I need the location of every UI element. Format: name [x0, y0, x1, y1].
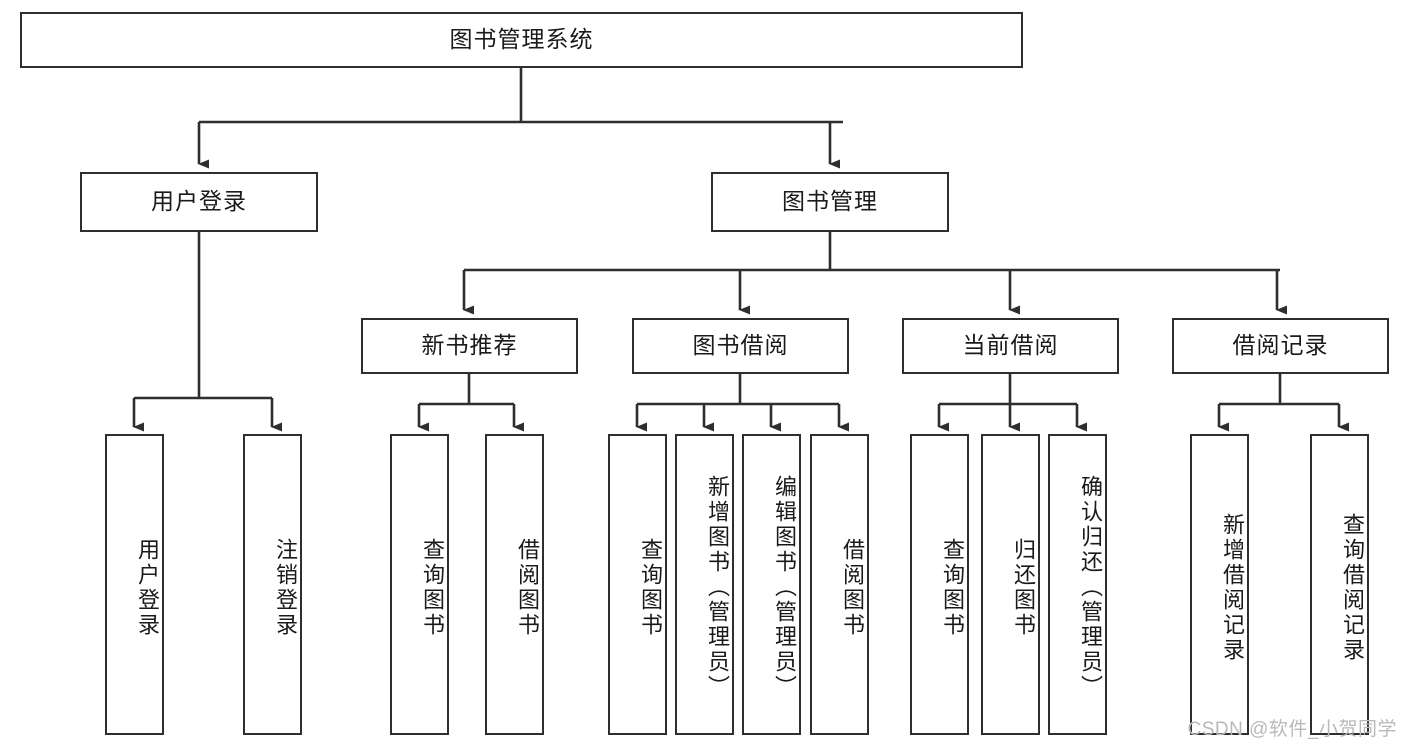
node-new-book-recommend[interactable]: 新书推荐	[361, 318, 578, 374]
leaf-node-query-book-2[interactable]: 查询图书	[608, 434, 667, 735]
edges-new-book-recommend-to-leaves	[417, 374, 524, 432]
leaf-label: 新增图书（管理员）	[705, 475, 730, 700]
node-current-borrow[interactable]: 当前借阅	[902, 318, 1119, 374]
leaf-node-add-book[interactable]: 新增图书（管理员）	[675, 434, 734, 735]
leaf-node-borrow-book-1[interactable]: 借阅图书	[485, 434, 544, 735]
leaf-label: 借阅图书	[515, 537, 540, 638]
edges-borrow-record-to-leaves	[1217, 374, 1349, 432]
leaf-label: 查询图书	[940, 537, 965, 638]
leaf-node-query-book-3[interactable]: 查询图书	[910, 434, 969, 735]
leaf-node-user-login[interactable]: 用户登录	[105, 434, 164, 735]
csdn-watermark: CSDN @软件_小贺同学	[1187, 719, 1397, 740]
leaf-node-confirm-return[interactable]: 确认归还（管理员）	[1048, 434, 1107, 735]
leaf-node-query-book-1[interactable]: 查询图书	[390, 434, 449, 735]
leaf-node-edit-book[interactable]: 编辑图书（管理员）	[742, 434, 801, 735]
leaf-label: 新增借阅记录	[1220, 512, 1245, 663]
edges-user-login-to-leaves	[132, 232, 282, 432]
leaf-label: 用户登录	[135, 537, 160, 638]
leaf-label: 确认归还（管理员）	[1078, 475, 1103, 700]
leaf-label: 注销登录	[273, 537, 298, 638]
node-root-system[interactable]: 图书管理系统	[20, 12, 1023, 68]
leaf-label: 编辑图书（管理员）	[772, 475, 797, 700]
node-borrow-record[interactable]: 借阅记录	[1172, 318, 1389, 374]
leaf-node-query-borrow-record[interactable]: 查询借阅记录	[1310, 434, 1369, 735]
leaf-label: 查询图书	[420, 537, 445, 638]
edges-current-borrow-to-leaves	[937, 374, 1087, 432]
leaf-node-add-borrow-record[interactable]: 新增借阅记录	[1190, 434, 1249, 735]
leaf-label: 归还图书	[1011, 537, 1036, 638]
leaf-node-borrow-book-2[interactable]: 借阅图书	[810, 434, 869, 735]
node-book-manage[interactable]: 图书管理	[711, 172, 949, 232]
leaf-label: 查询借阅记录	[1340, 512, 1365, 663]
node-book-borrow[interactable]: 图书借阅	[632, 318, 849, 374]
edges-book-manage-to-level3	[462, 232, 1287, 315]
leaf-node-return-book[interactable]: 归还图书	[981, 434, 1040, 735]
node-user-login[interactable]: 用户登录	[80, 172, 318, 232]
edges-root-to-level2	[197, 68, 843, 169]
leaf-label: 借阅图书	[840, 537, 865, 638]
leaf-label: 查询图书	[638, 537, 663, 638]
leaf-node-logout-login[interactable]: 注销登录	[243, 434, 302, 735]
edges-book-borrow-to-leaves	[635, 374, 849, 432]
